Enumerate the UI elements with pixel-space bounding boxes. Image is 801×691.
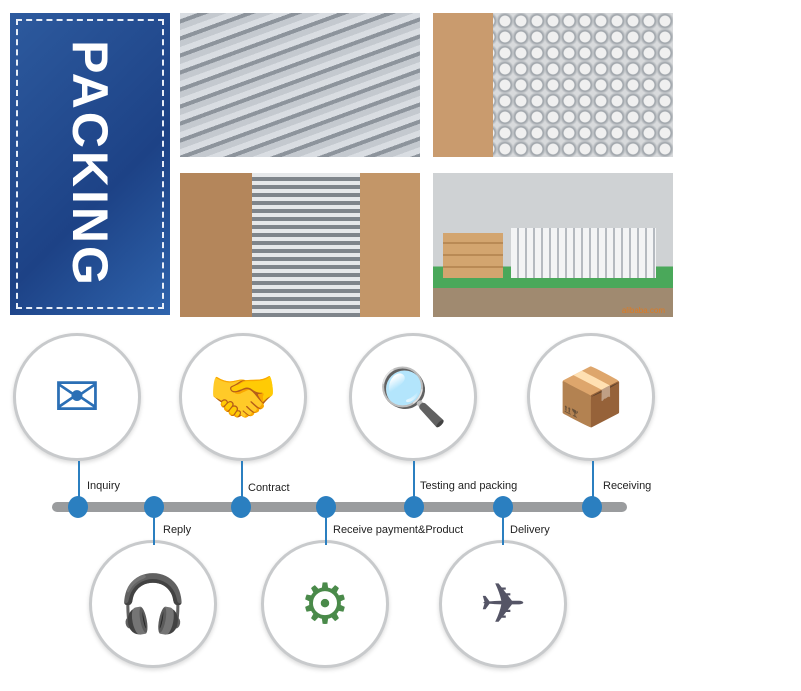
handshake-icon: 🤝 [179,333,307,461]
connector [153,512,155,545]
magnifier-icon: 🔍 [349,333,477,461]
step-dot-reply [144,496,164,518]
container-boxes-icon: 📦 [527,333,655,461]
step-dot-delivery [493,496,513,518]
connector [592,461,594,501]
step-dot-payment [316,496,336,518]
dashed-frame [16,19,164,309]
step-dot-receiving [582,496,602,518]
cartons [443,233,503,278]
photo-container-loading: alibaba.com [433,173,673,317]
money-gears-icon: ⚙ [261,540,389,668]
plane-ship-icon: ✈ [439,540,567,668]
photo-pipe-bundle [433,13,673,157]
photo-wrapped-tubes [180,13,420,157]
timeline-bar [52,502,627,512]
envelope-icon: ✉ [13,333,141,461]
pipe-stack [511,228,656,278]
connector [502,512,504,545]
step-label-payment: Receive payment&Product [333,524,464,536]
step-label-delivery: Delivery [510,524,550,536]
step-dot-inquiry [68,496,88,518]
step-label-reply: Reply [163,524,192,536]
connector [413,461,415,501]
step-label-receiving: Receiving [603,480,652,492]
photo-boxed-tubes [180,173,420,317]
step-label-inquiry: Inquiry [87,480,121,492]
step-label-contract: Contract [248,482,290,494]
step-dot-testing [404,496,424,518]
packing-banner: PACKING [10,13,170,315]
call-center-icon: 🎧 [89,540,217,668]
connector [78,461,80,501]
connector [241,461,243,501]
watermark: alibaba.com [621,306,665,315]
packing-title: PACKING [62,40,118,288]
step-dot-contract [231,496,251,518]
step-label-testing: Testing and packing [420,480,518,492]
connector [325,512,327,545]
